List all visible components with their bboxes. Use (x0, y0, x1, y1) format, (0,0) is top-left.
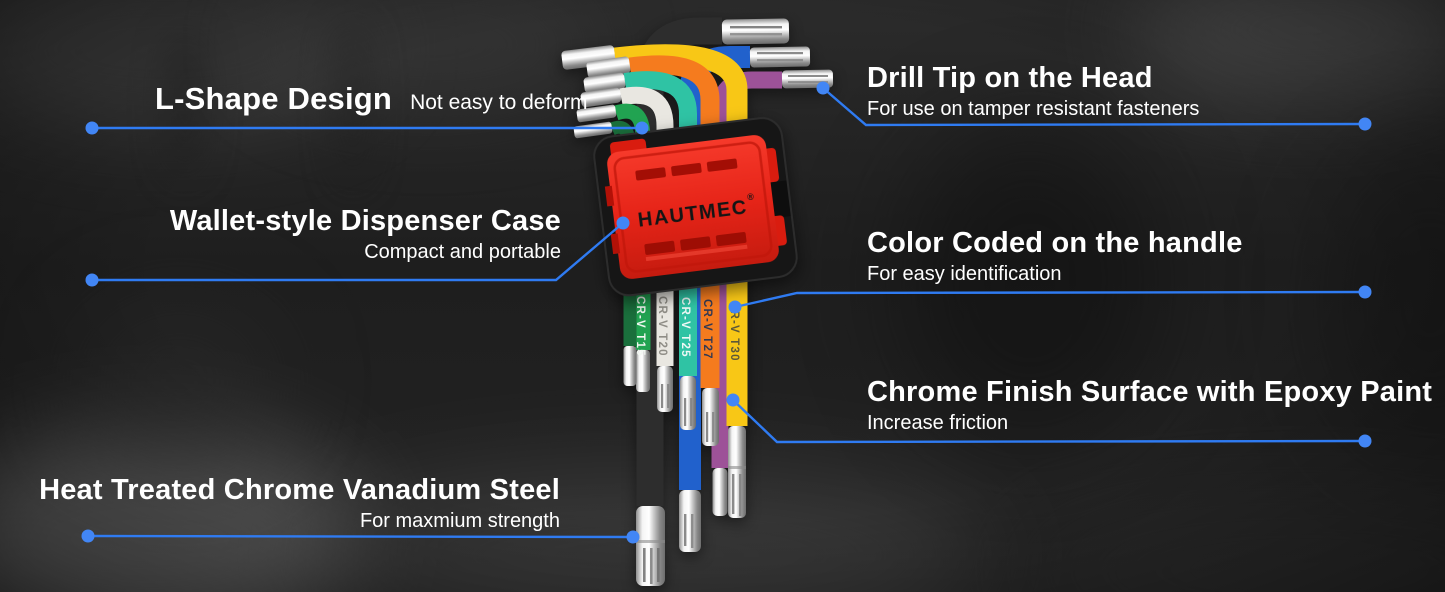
wrench-dark-green-bottom-tip (623, 346, 637, 386)
wrench-green-tip (576, 104, 617, 123)
tip-flute (661, 384, 664, 408)
registered-trademark-mark: ® (747, 192, 755, 203)
callout-dot (728, 300, 742, 314)
callout-subtitle: Compact and portable (364, 241, 561, 264)
wrench-label-teal: CR-V T25 (679, 297, 691, 358)
callout-lines (87, 87, 1366, 539)
case-left-notch (604, 185, 615, 207)
wrench-orange-sleeve (628, 55, 720, 388)
callout-subtitle: For use on tamper resistant fasteners (867, 98, 1200, 121)
tip-flute (732, 474, 735, 514)
callout-subtitle: Increase friction (867, 412, 1009, 435)
tip-groove (728, 466, 746, 469)
wrench-set: CR-V T15 CR-V T20 CR-V T25 CR-V T27 CR-V… (561, 17, 834, 586)
tip-flute (730, 33, 782, 36)
tip-groove (636, 540, 665, 543)
callout-dot (616, 216, 630, 230)
tip-flute (739, 474, 742, 516)
callout-title: Wallet-style Dispenser Case (169, 205, 561, 237)
wrench-blue-bottom-tip (679, 490, 701, 552)
callout-subtitle: For easy identification (867, 263, 1062, 286)
wrench-label-orange: CR-V T27 (701, 299, 713, 360)
tip-flute (757, 52, 803, 55)
callout-line-heat-treated (87, 534, 634, 539)
wrench-teal-sleeve (623, 71, 697, 376)
wrench-purple-bottom-tip (712, 468, 728, 516)
callout-dot (1358, 434, 1372, 448)
callout-dot (816, 81, 830, 95)
callout-wallet-case: Wallet-style Dispenser Case Compact and … (170, 205, 561, 264)
case-slot (644, 240, 676, 255)
callout-l-shape: L-Shape Design Not easy to deform (155, 81, 588, 117)
case-slot (680, 236, 711, 251)
tip-flute (712, 412, 715, 442)
callout-line-drill-tip (822, 87, 1366, 127)
callout-line-chrome-finish (732, 399, 1366, 444)
tip-flute (643, 548, 646, 582)
callout-dot (85, 273, 99, 287)
wrench-green-bottom-tip (636, 350, 650, 392)
dispenser-case: HAUTMEC ® (593, 117, 798, 297)
callout-drill-tip: Drill Tip on the Head For use on tamper … (867, 62, 1199, 121)
wrench-yellow-bottom-tip (728, 426, 746, 518)
tip-flute (684, 514, 687, 546)
wrench-teal (583, 71, 697, 430)
wrench-teal-bottom-tip (680, 376, 696, 430)
wrench-label-green: CR-V T15 (634, 296, 646, 357)
wrench-white-bottom-tip (657, 366, 673, 412)
wrench-orange (586, 55, 720, 446)
callout-line-color-coded (734, 290, 1366, 309)
wrench-label-yellow: CR-V T30 (728, 301, 740, 362)
callout-title: Heat Treated Chrome Vanadium Steel (39, 474, 560, 506)
tip-flute (657, 548, 660, 582)
wrench-black-drill-tip (721, 18, 790, 45)
callout-dot (726, 393, 740, 407)
callout-subtitle: For maxmium strength (359, 510, 560, 533)
tip-flute (690, 398, 693, 426)
wrench-label-white: CR-V T20 (656, 296, 668, 357)
case-bevel (613, 141, 773, 273)
tip-flute (691, 514, 694, 548)
callout-dot (635, 121, 649, 135)
wrench-dark-green-tip (573, 121, 613, 139)
tip-flute (788, 75, 828, 77)
callout-subtitle: Not easy to deform (410, 91, 588, 114)
callout-title: Color Coded on the handle (867, 227, 1243, 259)
case-slot (706, 158, 738, 172)
wrench-white (580, 86, 674, 412)
tip-flute (706, 412, 709, 442)
case-slot-highlight (645, 244, 748, 262)
tip-flute (788, 81, 828, 83)
callout-dot (81, 529, 95, 543)
case-slot (671, 162, 702, 177)
tip-flute (667, 384, 670, 408)
case-slot (635, 167, 666, 181)
callout-dot (85, 121, 99, 135)
callout-title: L-Shape Design (155, 81, 393, 116)
tip-flute (684, 398, 687, 426)
callout-color-coded: Color Coded on the handle For easy ident… (867, 227, 1243, 286)
wrench-yellow-sleeve (613, 44, 748, 426)
callout-title: Chrome Finish Surface with Epoxy Paint (867, 376, 1433, 408)
tip-flute (730, 26, 782, 29)
wrench-white-tip (580, 87, 622, 108)
callout-chrome-finish: Chrome Finish Surface with Epoxy Paint I… (867, 376, 1432, 435)
callout-dots (81, 81, 1372, 544)
callout-dot (626, 530, 640, 544)
callout-heat-treated: Heat Treated Chrome Vanadium Steel For m… (39, 474, 560, 533)
callout-dot (1358, 285, 1372, 299)
tip-flute (650, 548, 653, 584)
case-slot (715, 232, 747, 247)
wrench-orange-bottom-tip (702, 388, 719, 446)
wrench-white-sleeve (619, 86, 674, 366)
callout-line-wallet-case (92, 222, 624, 282)
wrench-blue-drill-tip (749, 46, 811, 68)
case-left-notch (610, 233, 621, 255)
callout-title: Drill Tip on the Head (867, 62, 1153, 94)
tip-flute (757, 59, 803, 62)
callout-dot (1358, 117, 1372, 131)
